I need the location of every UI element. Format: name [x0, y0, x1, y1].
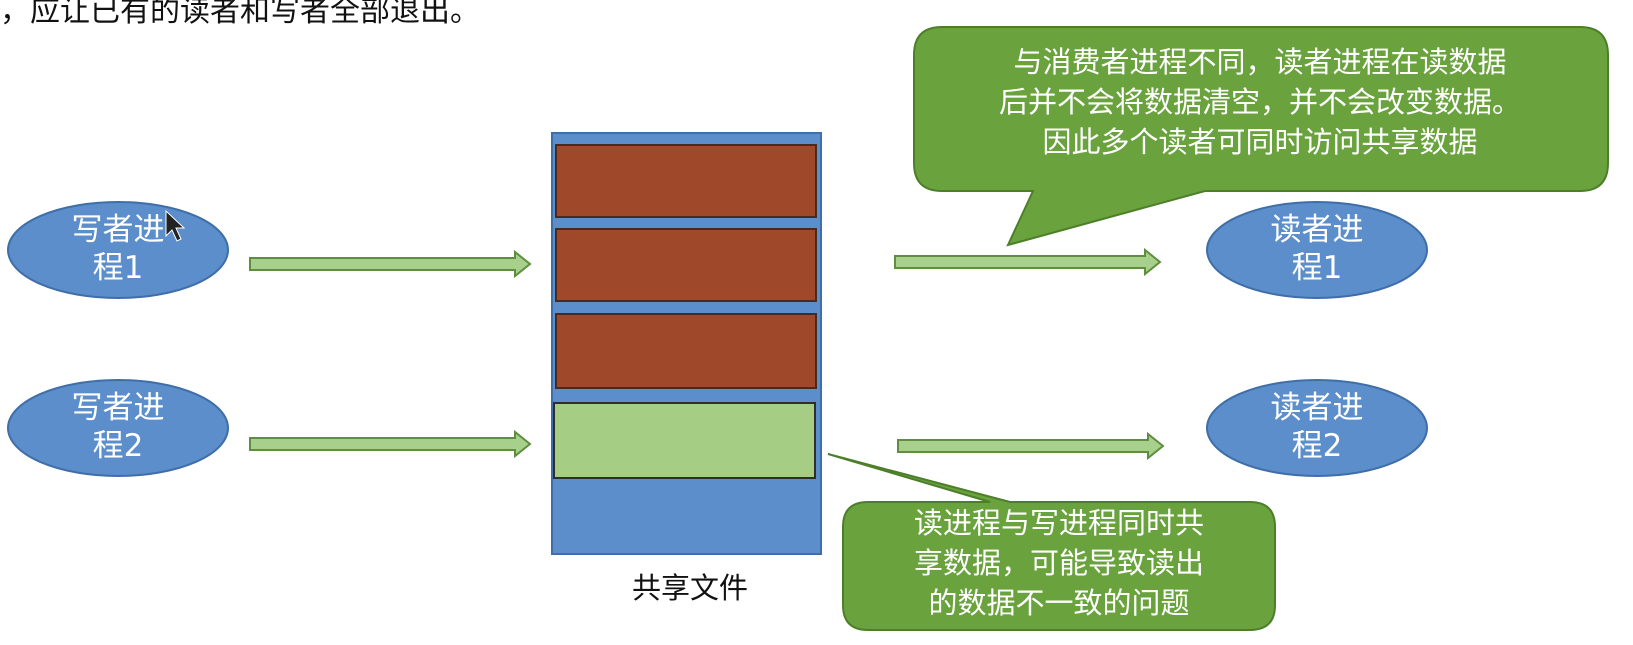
callout-bottom-shape [827, 453, 1276, 631]
callout-top-text: 与消费者进程不同，读者进程在读数据 后并不会将数据清空，并不会改变数据。 因此多… [920, 42, 1600, 162]
file-block-2 [555, 228, 817, 302]
callout-top-line-3: 因此多个读者可同时访问共享数据 [1042, 125, 1478, 159]
arrow-writer-1-to-file [249, 249, 532, 279]
writer-1-label: 写者进程1 [71, 212, 165, 286]
shared-file-caption: 共享文件 [631, 571, 748, 605]
callout-bottom-line-2: 享数据，可能导致读出 [913, 546, 1204, 580]
file-block-1 [555, 144, 817, 218]
arrow-writer-2-to-file [249, 429, 532, 459]
mouse-cursor-icon [165, 209, 186, 242]
callout-top-line-1: 与消费者进程不同，读者进程在读数据 [1013, 45, 1507, 79]
callout-top-shape [913, 26, 1609, 247]
callout-bottom-text: 读进程与写进程同时共 享数据，可能导致读出 的数据不一致的问题 [848, 503, 1270, 623]
callout-top-line-2: 后并不会将数据清空，并不会改变数据。 [998, 85, 1521, 119]
file-block-3 [555, 313, 817, 389]
reader-1-label: 读者进程1 [1270, 212, 1364, 286]
callout-bottom-line-3: 的数据不一致的问题 [928, 586, 1190, 620]
writer-2-ellipse[interactable] [7, 379, 229, 477]
reader-2-label: 读者进程2 [1270, 390, 1364, 464]
shared-file[interactable] [551, 132, 822, 555]
reader-1-ellipse[interactable] [1206, 201, 1428, 299]
writer-2-label: 写者进程2 [71, 390, 165, 464]
arrow-file-to-reader-2 [897, 431, 1165, 461]
callout-bottom-line-1: 读进程与写进程同时共 [913, 506, 1204, 540]
arrow-file-to-reader-1 [894, 247, 1162, 277]
reader-2-ellipse[interactable] [1206, 379, 1428, 477]
top-text-fragment: ，应让已有的读者和写者全部退出。 [0, 0, 480, 29]
file-block-4-writing [553, 402, 816, 479]
